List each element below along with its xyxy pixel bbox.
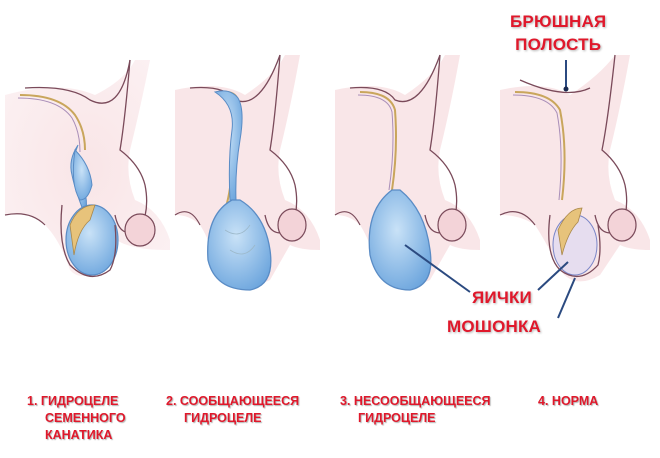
caption-panel-1: 1. ГИДРОЦЕЛЕ СЕМЕННОГО КАНАТИКА [27,393,126,444]
caption-1-number: 1. [27,394,38,408]
non-communicating-hydrocele-illustration [334,54,480,293]
abdominal-pointer-dot [563,86,569,92]
label-abdominal-line2: ПОЛОСТЬ [515,35,602,54]
label-abdominal-cavity: БРЮШНАЯ ПОЛОСТЬ [510,12,606,55]
panel-cord-hydrocele [0,0,170,380]
testicle-pointer-line [404,244,471,293]
scrotum-pointer-line [557,277,576,319]
caption-3-line1: НЕСООБЩАЮЩЕЕСЯ [353,394,491,408]
caption-1-line2: СЕМЕННОГО [45,411,126,425]
label-testicles: ЯИЧКИ [472,288,532,307]
label-abdominal-line1: БРЮШНАЯ [510,12,607,31]
caption-panel-4: 4. НОРМА [538,393,598,410]
panel-non-communicating-hydrocele [330,0,500,380]
caption-2-number: 2. [166,394,177,408]
caption-3-number: 3. [340,394,351,408]
cord-hydrocele-illustration [4,59,170,277]
testicle-pointer-line-2 [537,261,569,291]
panel-normal [490,0,660,380]
caption-4-number: 4. [538,394,549,408]
caption-2-line1: СООБЩАЮЩЕЕСЯ [179,394,300,408]
panel-communicating-hydrocele [170,0,340,380]
communicating-hydrocele-illustration [174,54,320,291]
label-scrotum: МОШОНКА [447,317,542,336]
caption-3-line2: ГИДРОЦЕЛЕ [358,411,436,425]
normal-illustration [499,54,650,319]
caption-1-line3: КАНАТИКА [45,428,113,442]
caption-panel-2: 2. СООБЩАЮЩЕЕСЯ ГИДРОЦЕЛЕ [166,393,299,427]
caption-2-line2: ГИДРОЦЕЛЕ [184,411,262,425]
caption-4-line1: НОРМА [551,394,599,408]
caption-panel-3: 3. НЕСООБЩАЮЩЕЕСЯ ГИДРОЦЕЛЕ [340,393,491,427]
caption-1-line1: ГИДРОЦЕЛЕ [40,394,119,408]
